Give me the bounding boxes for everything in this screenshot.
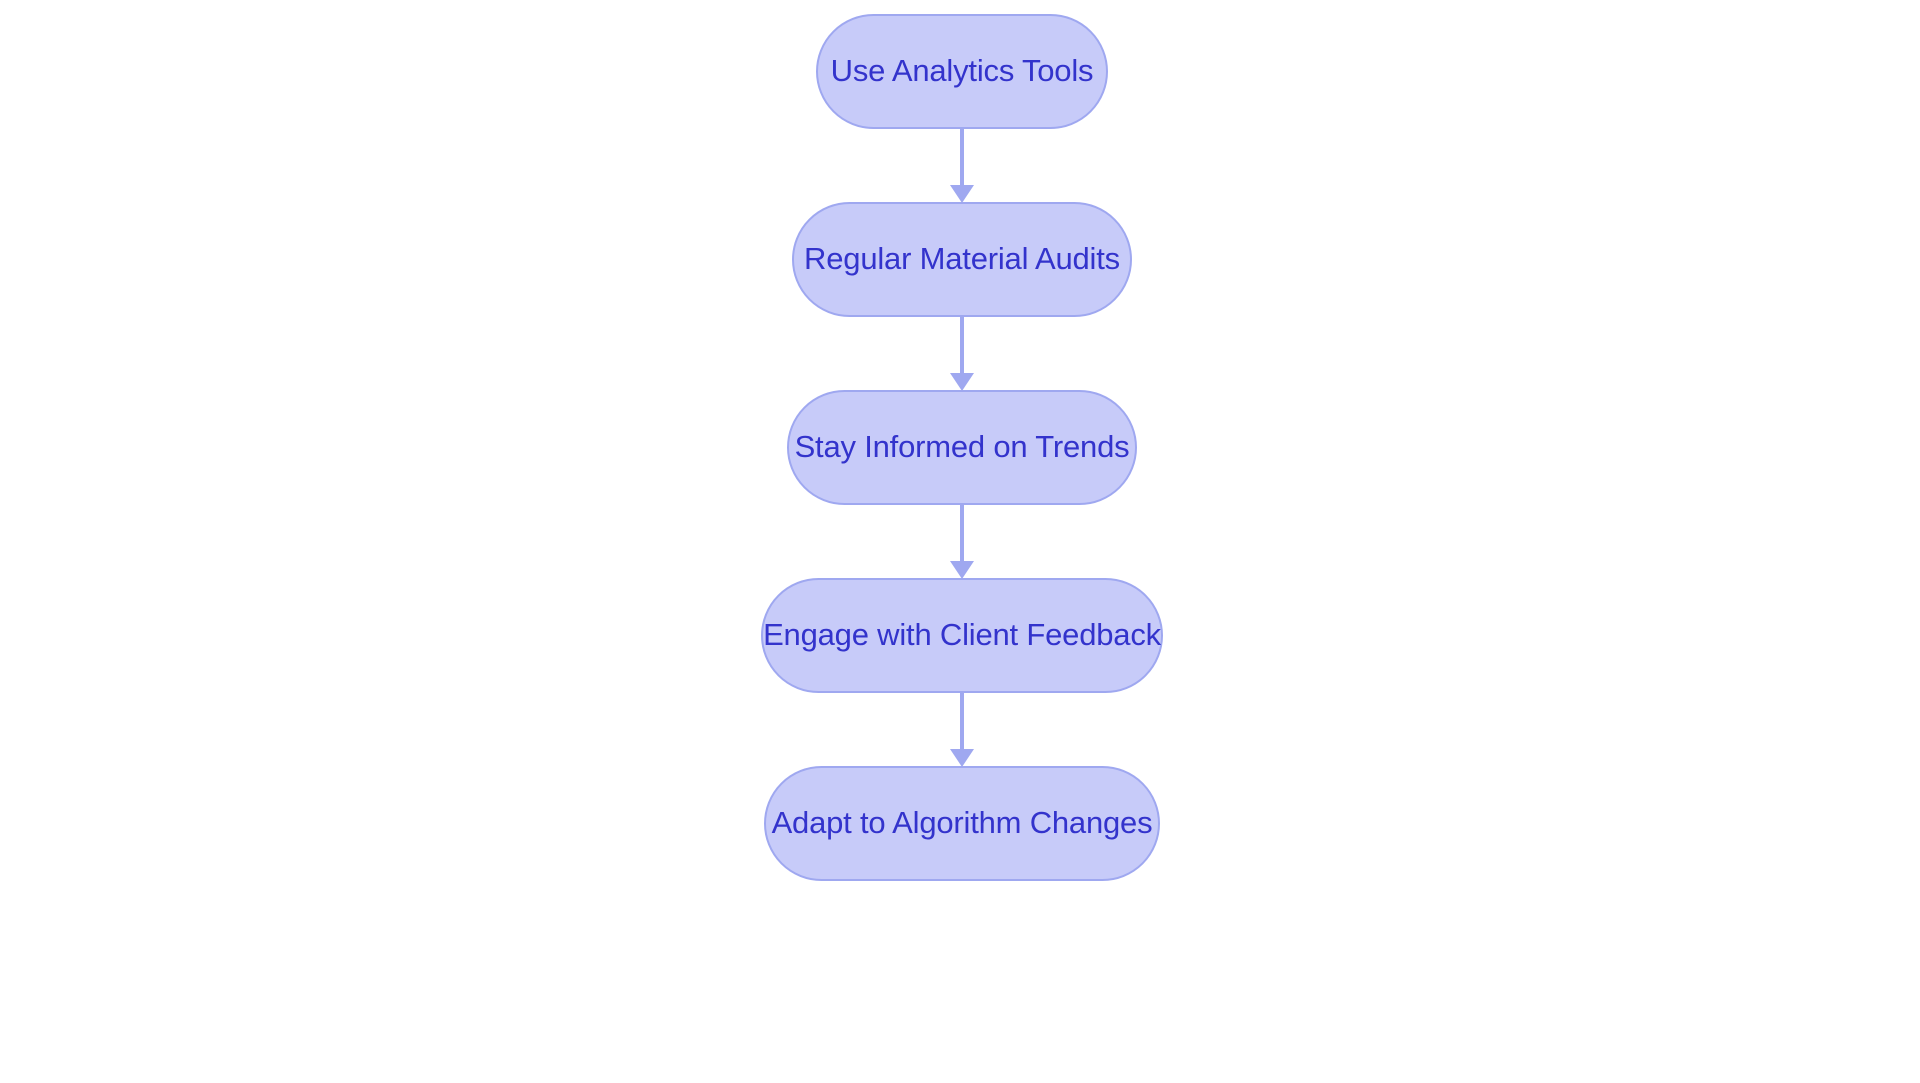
- flow-node-stay-informed-on-trends[interactable]: Stay Informed on Trends: [787, 390, 1137, 505]
- flow-node-regular-material-audits[interactable]: Regular Material Audits: [792, 202, 1132, 317]
- flow-node-engage-with-client-feedback[interactable]: Engage with Client Feedback: [761, 578, 1163, 693]
- flow-node-adapt-to-algorithm-changes[interactable]: Adapt to Algorithm Changes: [764, 766, 1160, 881]
- flow-node-use-analytics-tools[interactable]: Use Analytics Tools: [816, 14, 1108, 129]
- flow-node-label: Adapt to Algorithm Changes: [771, 805, 1153, 841]
- flow-node-label: Regular Material Audits: [804, 241, 1120, 277]
- flow-node-label: Engage with Client Feedback: [763, 617, 1161, 653]
- flow-node-label: Use Analytics Tools: [830, 53, 1094, 89]
- flow-node-label: Stay Informed on Trends: [794, 429, 1130, 465]
